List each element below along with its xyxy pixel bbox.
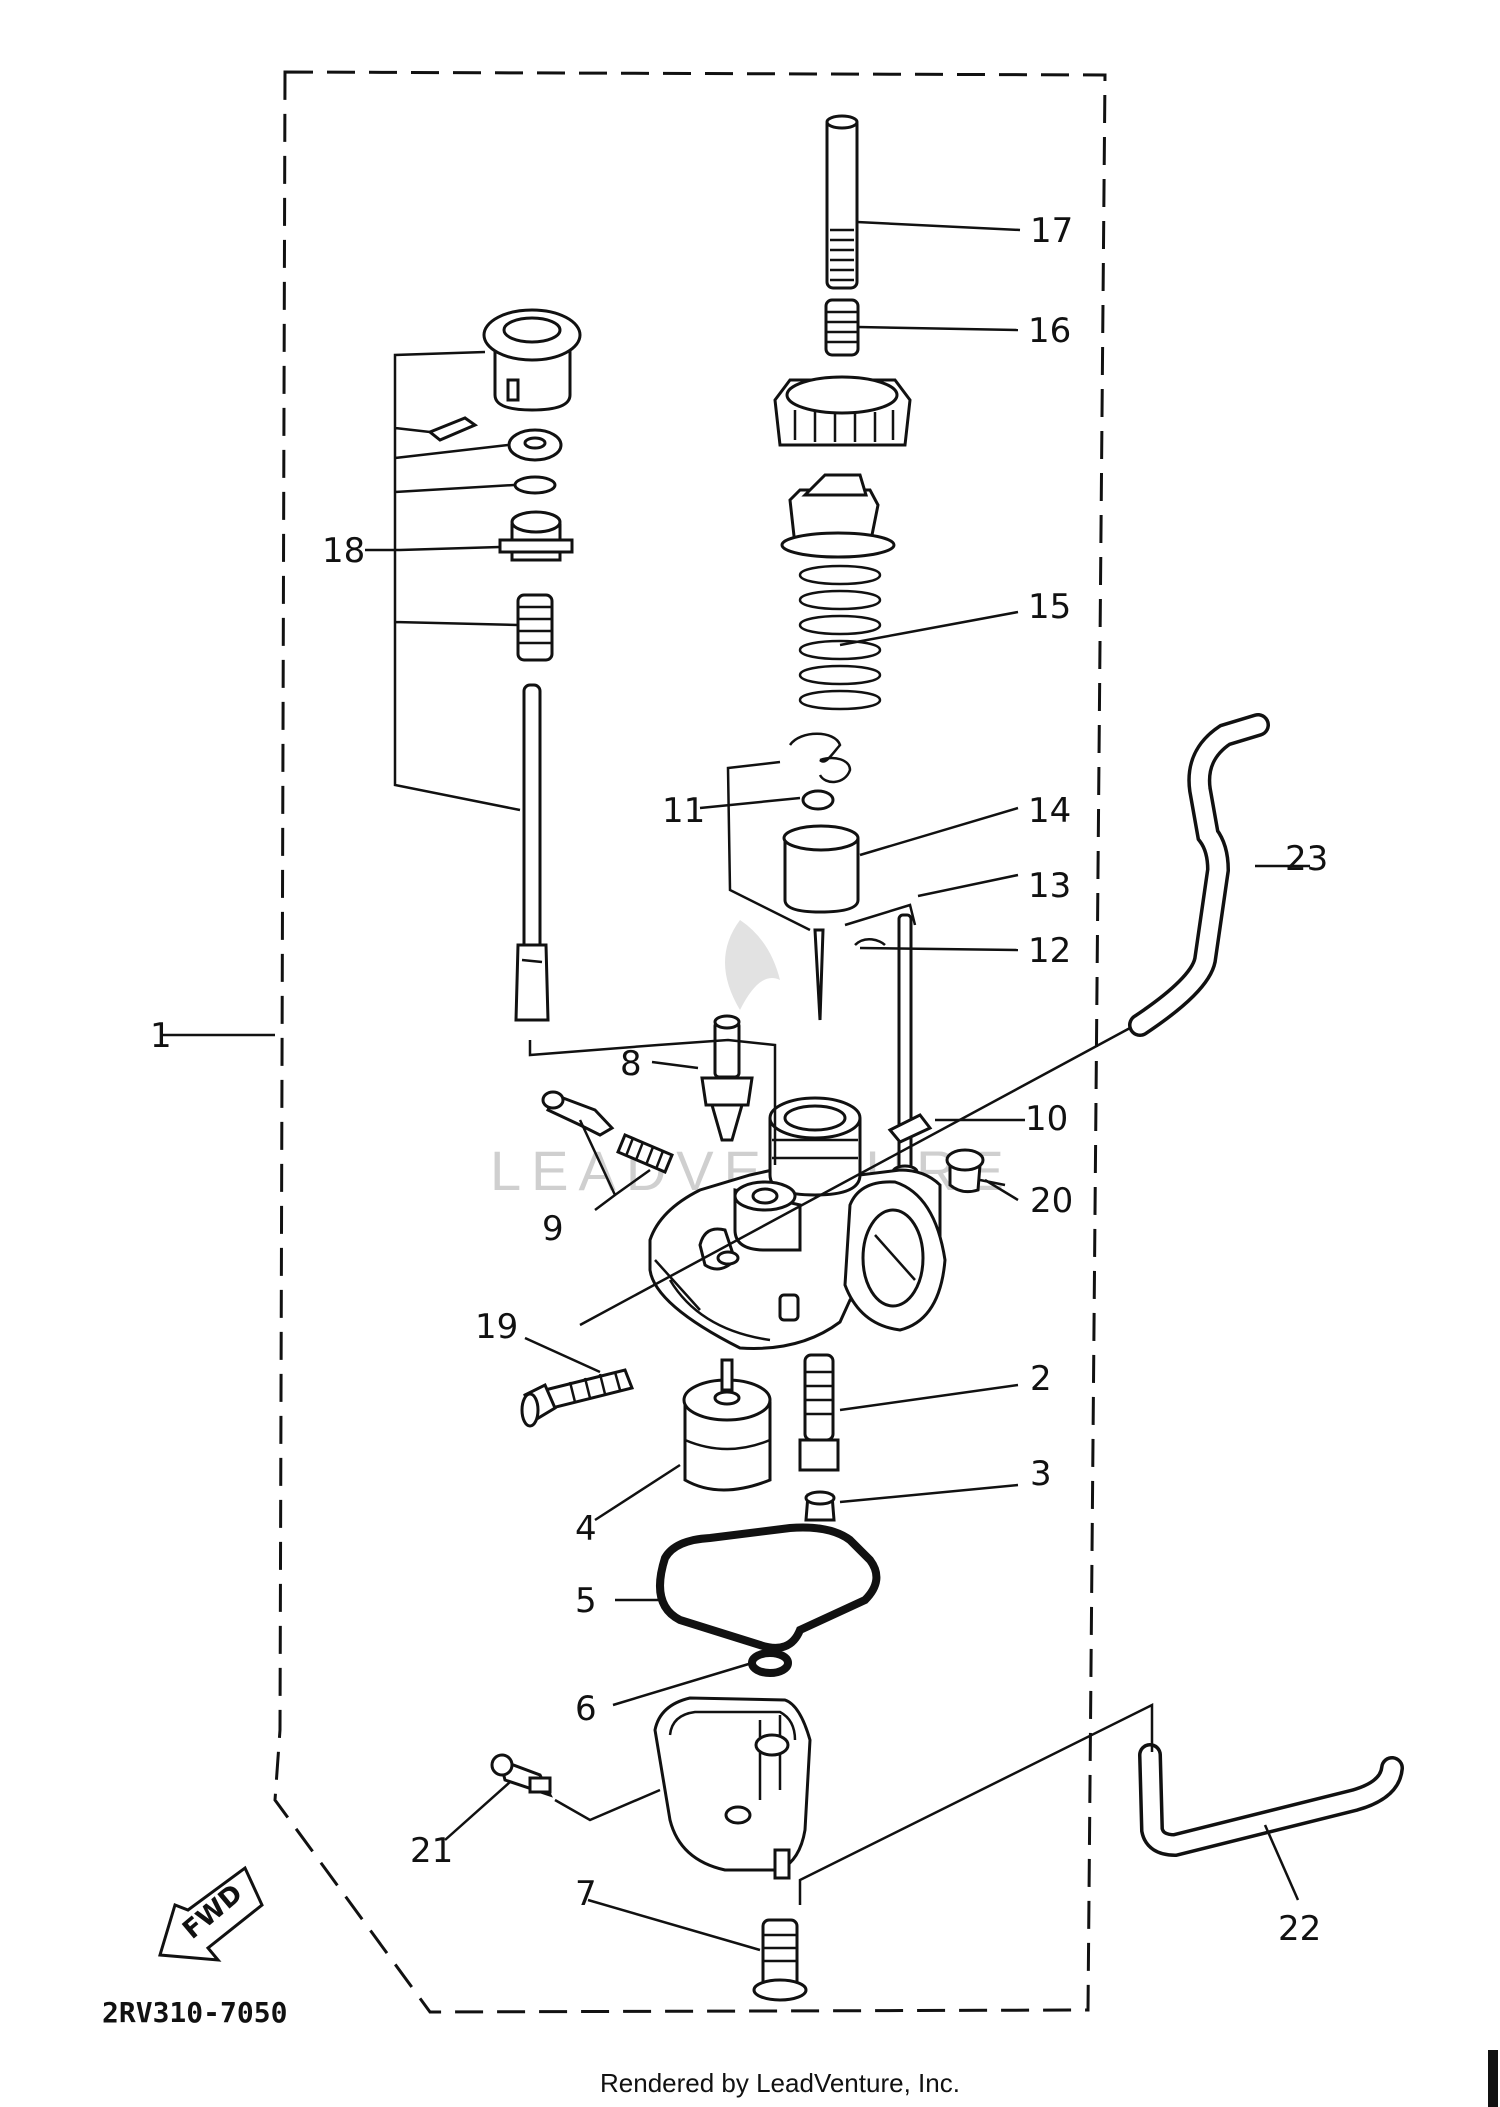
watermark-logo (725, 920, 780, 1010)
callout-3: 3 (1030, 1454, 1052, 1494)
callout-12: 12 (1028, 931, 1071, 971)
callout-5: 5 (575, 1581, 597, 1621)
cable-cap (780, 473, 896, 559)
fwd-arrow-icon: FWD (158, 1865, 264, 1962)
edge-mark (1488, 2050, 1498, 2107)
jet-needle (813, 928, 825, 1021)
callout-14: 14 (1028, 791, 1071, 831)
assembly-boundary (273, 70, 1107, 2014)
callout-18: 18 (322, 531, 365, 571)
part-4-float (682, 1358, 772, 1492)
part-22-overflow-tube (1138, 1743, 1404, 1858)
part-18-bracket (393, 350, 521, 812)
callout-10: 10 (1025, 1099, 1068, 1139)
callout-20: 20 (1030, 1181, 1073, 1221)
callouts: 1 2 3 4 5 6 7 8 9 10 11 12 13 14 15 16 1… (150, 211, 1328, 1949)
callout-17: 17 (1030, 211, 1073, 251)
callout-16: 16 (1028, 311, 1071, 351)
part-16-spring (824, 298, 860, 357)
part-5-gasket (656, 1523, 881, 1652)
callout-8: 8 (620, 1044, 642, 1084)
part-20-cap (945, 1148, 985, 1194)
part-18-washer (507, 428, 563, 462)
callout-9: 9 (542, 1209, 564, 1249)
callout-1: 1 (150, 1016, 172, 1056)
callout-23: 23 (1285, 839, 1328, 879)
part-9-spring (616, 1133, 674, 1174)
part-10-screw (887, 1113, 933, 1144)
part-18-oring (513, 475, 557, 495)
footer-credit: Rendered by LeadVenture, Inc. (600, 2068, 960, 2098)
starter-plunger-rod (514, 683, 550, 1022)
part-14-throttle-valve (782, 824, 860, 914)
callout-7: 7 (575, 1874, 597, 1914)
part-17-stem (825, 114, 859, 290)
part-19-screw (520, 1368, 635, 1428)
callout-4: 4 (575, 1509, 597, 1549)
part-7-screw (752, 1918, 808, 2002)
part-6-washer (748, 1649, 792, 1677)
callout-6: 6 (575, 1689, 597, 1729)
part-code: 2RV310-7050 (102, 1996, 287, 2029)
callout-21: 21 (410, 1831, 453, 1871)
float-bowl (653, 1696, 812, 1880)
callout-15: 15 (1028, 587, 1071, 627)
part-2-jet (798, 1353, 840, 1472)
carburetor-body (648, 1096, 947, 1350)
part-18-screw (498, 510, 574, 562)
callout-22: 22 (1278, 1909, 1321, 1949)
callout-11: 11 (662, 791, 705, 831)
part-18-pin (427, 416, 479, 442)
part-11-clips (788, 732, 852, 811)
callout-13: 13 (1028, 866, 1071, 906)
part-3-valve (804, 1490, 836, 1522)
part-23-vent-tube (1128, 713, 1270, 1037)
part-9-pilot-screw (541, 1090, 615, 1137)
part-8-jet (700, 1014, 754, 1142)
leader-lines (160, 220, 1310, 1952)
callout-2: 2 (1030, 1359, 1052, 1399)
part-18-cap (482, 308, 582, 412)
part-15-spring (798, 564, 882, 711)
mixing-chamber-cap (773, 375, 912, 447)
callout-19: 19 (475, 1307, 518, 1347)
part-21-plug (490, 1753, 553, 1798)
part-18-spring (516, 593, 554, 662)
